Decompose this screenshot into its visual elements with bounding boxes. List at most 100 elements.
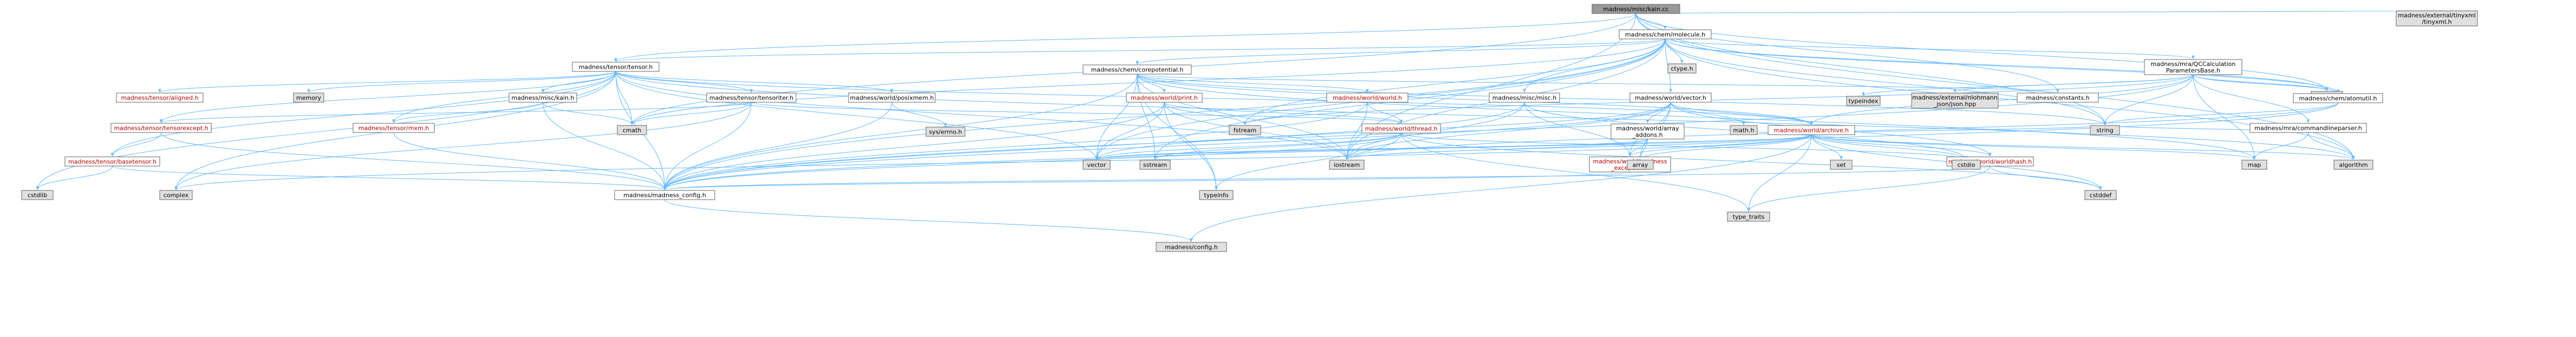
node-box-memory (293, 92, 324, 103)
node-box-aligned (116, 92, 204, 103)
node-box-array (1627, 160, 1654, 170)
node-box-sstream (1139, 160, 1171, 170)
edge-tensor-to-archive (615, 71, 1813, 125)
edge-qccalc-to-iomanip (2193, 74, 2329, 91)
edge-madconfig-to-configh (664, 199, 1193, 242)
node-label-tinyxml: madness/external/tinyxml (2398, 12, 2475, 19)
node-box-map (2241, 160, 2267, 170)
edge-root-to-constants (1635, 13, 2059, 93)
node-label-wthread: madness/world/thread.h (1365, 125, 1438, 133)
node-box-atomutil (2293, 93, 2383, 103)
node-label-tensor: madness/tensor/tensor.h (579, 64, 653, 71)
node-label-typeinfo: typeinfo (1204, 192, 1228, 199)
node-label-miscmisc: madness/misc/misc.h (1492, 95, 1557, 102)
edge-wprint-to-wthread (1164, 102, 1403, 124)
node-cstdio: cstdio (1952, 160, 1981, 170)
node-worldh[interactable]: madness/world/world.h (1326, 92, 1408, 103)
edge-tensorexcept-to-madconfig (161, 132, 667, 190)
edge-archive-to-set (1811, 134, 1843, 160)
node-root[interactable]: madness/misc/kain.cc (1592, 4, 1680, 14)
node-box-qccalc (2144, 59, 2242, 75)
node-cstdlib: cstdlib (21, 190, 54, 200)
node-atomutil[interactable]: madness/chem/atomutil.h (2293, 93, 2383, 103)
node-aligned[interactable]: madness/tensor/aligned.h (116, 92, 204, 103)
edge-qccalc-to-cmdline (2193, 74, 2310, 123)
edge-arrayaddons-to-vector (1095, 138, 1648, 160)
node-label-qccalc: ParametersBase.h (2166, 67, 2220, 74)
node-label-set: set (1837, 162, 1846, 169)
node-label-root: madness/misc/kain.cc (1603, 6, 1668, 13)
edge-corepot-to-constants (1137, 74, 2059, 93)
node-box-constants (2017, 92, 2099, 103)
node-tensoriter[interactable]: madness/tensor/tensoriter.h (706, 92, 797, 103)
node-box-typeinfo (1199, 190, 1234, 200)
edge-molecule-to-algorithm (1665, 38, 2355, 160)
edge-tensor-to-cstdlib (36, 71, 616, 190)
edge-wthread-to-madconfig (663, 133, 1401, 190)
node-cmdline[interactable]: madness/mra/commandlineparser.h (2249, 123, 2367, 133)
node-label-vector: vector (1087, 162, 1106, 169)
node-corepot[interactable]: madness/chem/corepotential.h (1082, 64, 1192, 75)
node-label-tensorexcept: madness/tensor/tensorexcept.h (114, 125, 208, 132)
node-box-basetensor (64, 156, 160, 167)
node-label-mxm: madness/tensor/mxm.h (358, 125, 429, 132)
edge-archive-to-complex (174, 134, 1812, 190)
node-vectorh[interactable]: madness/world/vector.h (1629, 92, 1712, 103)
edge-corepot-to-string (1137, 74, 2107, 125)
edge-molecule-to-string (1665, 38, 2107, 125)
node-label-array: array (1633, 162, 1648, 169)
edge-archive-to-algorithm (1811, 134, 2355, 160)
edge-whash-to-madconfig (663, 166, 1991, 190)
node-label-tinyxml: /tinyxml.h (2422, 18, 2451, 25)
node-constants[interactable]: madness/constants.h (2017, 92, 2099, 103)
edge-whash-to-cstddef (1990, 166, 2102, 190)
node-arrayaddons[interactable]: madness/world/array_addons.h (1610, 123, 1685, 140)
node-box-mathh (1730, 125, 1758, 135)
edge-tensor-to-algorithm (615, 71, 2355, 160)
edge-worldh-to-wthread (1367, 102, 1403, 124)
node-wthread[interactable]: madness/world/thread.h (1361, 123, 1441, 134)
node-posixmem[interactable]: madness/world/posixmem.h (848, 92, 936, 103)
edge-qccalc-to-fstream (1243, 74, 2194, 125)
node-label-typetraits: type_traits (1733, 214, 1765, 221)
node-set: set (1830, 160, 1853, 170)
node-wprint[interactable]: madness/world/print.h (1126, 92, 1203, 103)
edge-wthread-to-sstream (1153, 133, 1401, 160)
node-molecule[interactable]: madness/chem/molecule.h (1619, 29, 1712, 39)
node-box-tinyxml (2396, 10, 2478, 27)
edge-posixmem-to-syserrno (891, 102, 947, 127)
edge-misckain-to-madconfig (543, 102, 667, 190)
edge-wthread-to-typeinfo (1215, 133, 1401, 190)
edge-corepot-to-worldh (1137, 74, 1369, 93)
node-basetensor[interactable]: madness/tensor/basetensor.h (64, 156, 160, 167)
edge-madexcept-to-madconfig (663, 171, 1631, 190)
edge-tensoriter-to-madconfig (663, 102, 752, 190)
edge-wthread-to-vector (1095, 133, 1401, 160)
edge-mxm-to-madconfig (393, 132, 667, 190)
edge-vectorh-to-archive (1670, 102, 1813, 125)
node-archive[interactable]: madness/world/archive.h (1768, 125, 1855, 135)
edge-vectorh-to-mathh (1670, 102, 1745, 125)
node-tensor[interactable]: madness/tensor/tensor.h (572, 62, 660, 72)
node-label-cmdline: madness/mra/commandlineparser.h (2254, 125, 2362, 132)
edge-wprint-to-vector (1095, 102, 1165, 160)
node-misckain[interactable]: madness/misc/kain.h (508, 92, 577, 103)
node-madconfig[interactable]: madness/madness_config.h (614, 190, 715, 200)
node-sstream: sstream (1139, 160, 1171, 170)
node-box-configh (1156, 242, 1227, 252)
node-box-cstdio (1952, 160, 1981, 170)
edge-molecule-to-miscmisc (1523, 38, 1666, 93)
node-label-map: map (2248, 162, 2261, 169)
edge-tensor-to-cmath (615, 71, 634, 125)
node-box-typeindex (1846, 96, 1881, 106)
node-miscmisc[interactable]: madness/misc/misc.h (1489, 92, 1560, 103)
node-label-fstream: fstream (1234, 127, 1256, 134)
edge-wprint-to-typeinfo (1164, 102, 1218, 190)
node-mxm[interactable]: madness/tensor/mxm.h (353, 123, 435, 133)
node-tensorexcept[interactable]: madness/tensor/tensorexcept.h (110, 123, 212, 133)
edge-atomutil-to-string (2103, 102, 2338, 125)
node-qccalc[interactable]: madness/mra/QCCalculationParametersBase.… (2144, 59, 2242, 75)
node-map: map (2241, 160, 2267, 170)
node-label-syserrno: sys/errno.h (929, 129, 962, 136)
